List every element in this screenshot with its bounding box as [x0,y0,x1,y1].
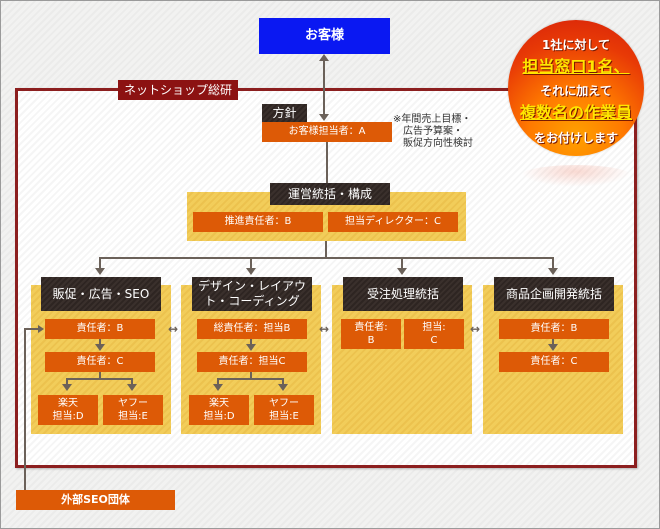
member-box: ヤフー 担当:E [103,395,163,425]
connector-line [250,339,252,345]
role-box: 責任者：C [45,352,155,372]
connector-line [24,328,26,490]
dept-title-design: デザイン・レイアウ ト・コーディング [192,277,312,311]
role-box: 責任者：C [499,352,609,372]
role-label: 責任者: [354,322,388,333]
badge-line: をお付けします [533,131,618,145]
arrow-down-icon [62,384,72,391]
member-label: 担当:D [203,411,235,422]
member-box: ヤフー 担当:E [254,395,314,425]
member-label: 楽天 [58,398,78,409]
arrow-down-icon [278,384,288,391]
connector-line [217,378,219,384]
badge-highlight: 担当窓口1名、 [522,57,630,76]
dept-title-line: デザイン・レイアウ [197,279,306,293]
role-box: 責任者: B [341,319,401,349]
role-label: 担当: [422,322,446,333]
connector-line [99,339,101,345]
arrow-up-icon [319,54,329,61]
member-label: 楽天 [209,398,229,409]
arrow-down-icon [95,344,105,351]
member-label: ヤフー [269,398,299,409]
role-label: C [430,335,438,346]
connector-line [282,378,284,384]
connector-line [99,372,101,379]
member-box: 楽天 担当:D [189,395,249,425]
management-title: 運営統括・構成 [270,183,390,205]
role-box: 総責任者：担当B [197,319,307,339]
connector-line [99,257,101,269]
connector-line [66,378,133,380]
dept-title-orders: 受注処理統括 [343,277,463,311]
connector-line [250,372,252,379]
policy-note: ※年間売上目標・ 広告予算案・ 販促方向性検討 [393,114,473,150]
double-arrow-icon: ↔ [168,322,179,336]
arrow-down-icon [246,344,256,351]
connector-line [24,328,38,330]
company-label: ネットショップ総研 [118,80,239,100]
arrow-down-icon [127,384,137,391]
role-box: 担当: C [404,319,464,349]
note-line: 広告予算案・ [403,126,463,137]
badge-line: それに加えて [540,84,612,98]
connector-line [552,257,554,269]
member-label: 担当:E [269,411,299,422]
double-arrow-icon: ↔ [319,322,330,336]
badge-line: 1社に対して [542,38,610,52]
badge-highlight: 複数名の作業員 [519,103,632,122]
arrow-down-icon [246,268,256,275]
dept-title-sales: 販促・広告・SEO [41,277,161,311]
arrow-down-icon [95,268,105,275]
external-seo-box: 外部SEO団体 [16,490,175,510]
member-label: 担当:E [118,411,148,422]
customer-box: お客様 [259,18,390,54]
connector-line [325,241,327,258]
member-label: ヤフー [118,398,148,409]
role-box: 担当ディレクター：C [328,212,458,232]
connector-line [131,378,133,384]
note-line: 販促方向性検討 [403,138,473,149]
policy-tag: 方針 [262,104,307,122]
double-arrow-icon: ↔ [470,322,481,336]
promo-badge: 1社に対して 担当窓口1名、 それに加えて 複数名の作業員 をお付けします [508,20,644,156]
arrow-down-icon [213,384,223,391]
note-line: ※年間売上目標・ [393,114,472,125]
connector-line [66,378,68,384]
arrow-down-icon [397,268,407,275]
connector-line [250,257,252,269]
connector-line [99,257,554,259]
role-box: 責任者：B [499,319,609,339]
arrow-down-icon [548,344,558,351]
arrow-down-icon [548,268,558,275]
role-label: B [367,335,375,346]
dept-title-products: 商品企画開発統括 [494,277,614,311]
role-box: 責任者：B [45,319,155,339]
connector-line [401,257,403,269]
connector-line [326,142,328,184]
dept-title-line: ト・コーディング [204,294,300,308]
member-label: 担当:D [52,411,84,422]
connector-line [552,339,554,345]
connector-line [217,378,284,380]
role-box: 推進責任者：B [193,212,323,232]
arrow-right-icon [38,325,44,333]
customer-manager-box: お客様担当者：A [262,122,392,142]
connector-line [323,60,325,117]
badge-reflection [520,165,632,187]
arrow-down-icon [319,114,329,121]
role-box: 責任者：担当C [197,352,307,372]
member-box: 楽天 担当:D [38,395,98,425]
